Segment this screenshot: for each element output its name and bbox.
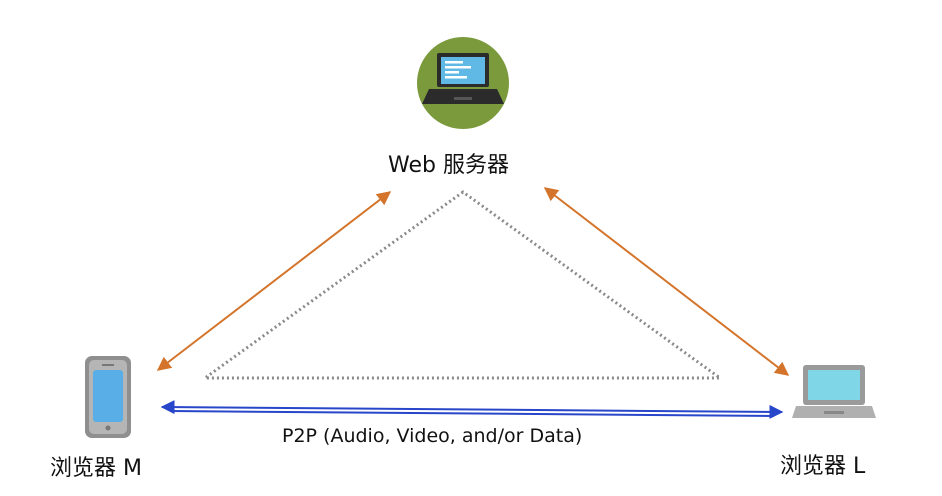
server-label: Web 服务器 [388, 153, 509, 178]
signaling-arrow-m-server [156, 191, 392, 371]
p2p-label: P2P (Audio, Video, and/or Data) [282, 425, 583, 447]
signaling-arrow-server-l [543, 187, 790, 376]
laptop-icon [792, 365, 876, 418]
p2p-arrow [160, 400, 784, 419]
dotted-triangle [200, 190, 725, 380]
browser-m-label: 浏览器 M [50, 456, 142, 481]
browser-l-label: 浏览器 L [780, 454, 866, 479]
laptop-server-icon [417, 37, 509, 129]
smartphone-icon [85, 356, 131, 438]
